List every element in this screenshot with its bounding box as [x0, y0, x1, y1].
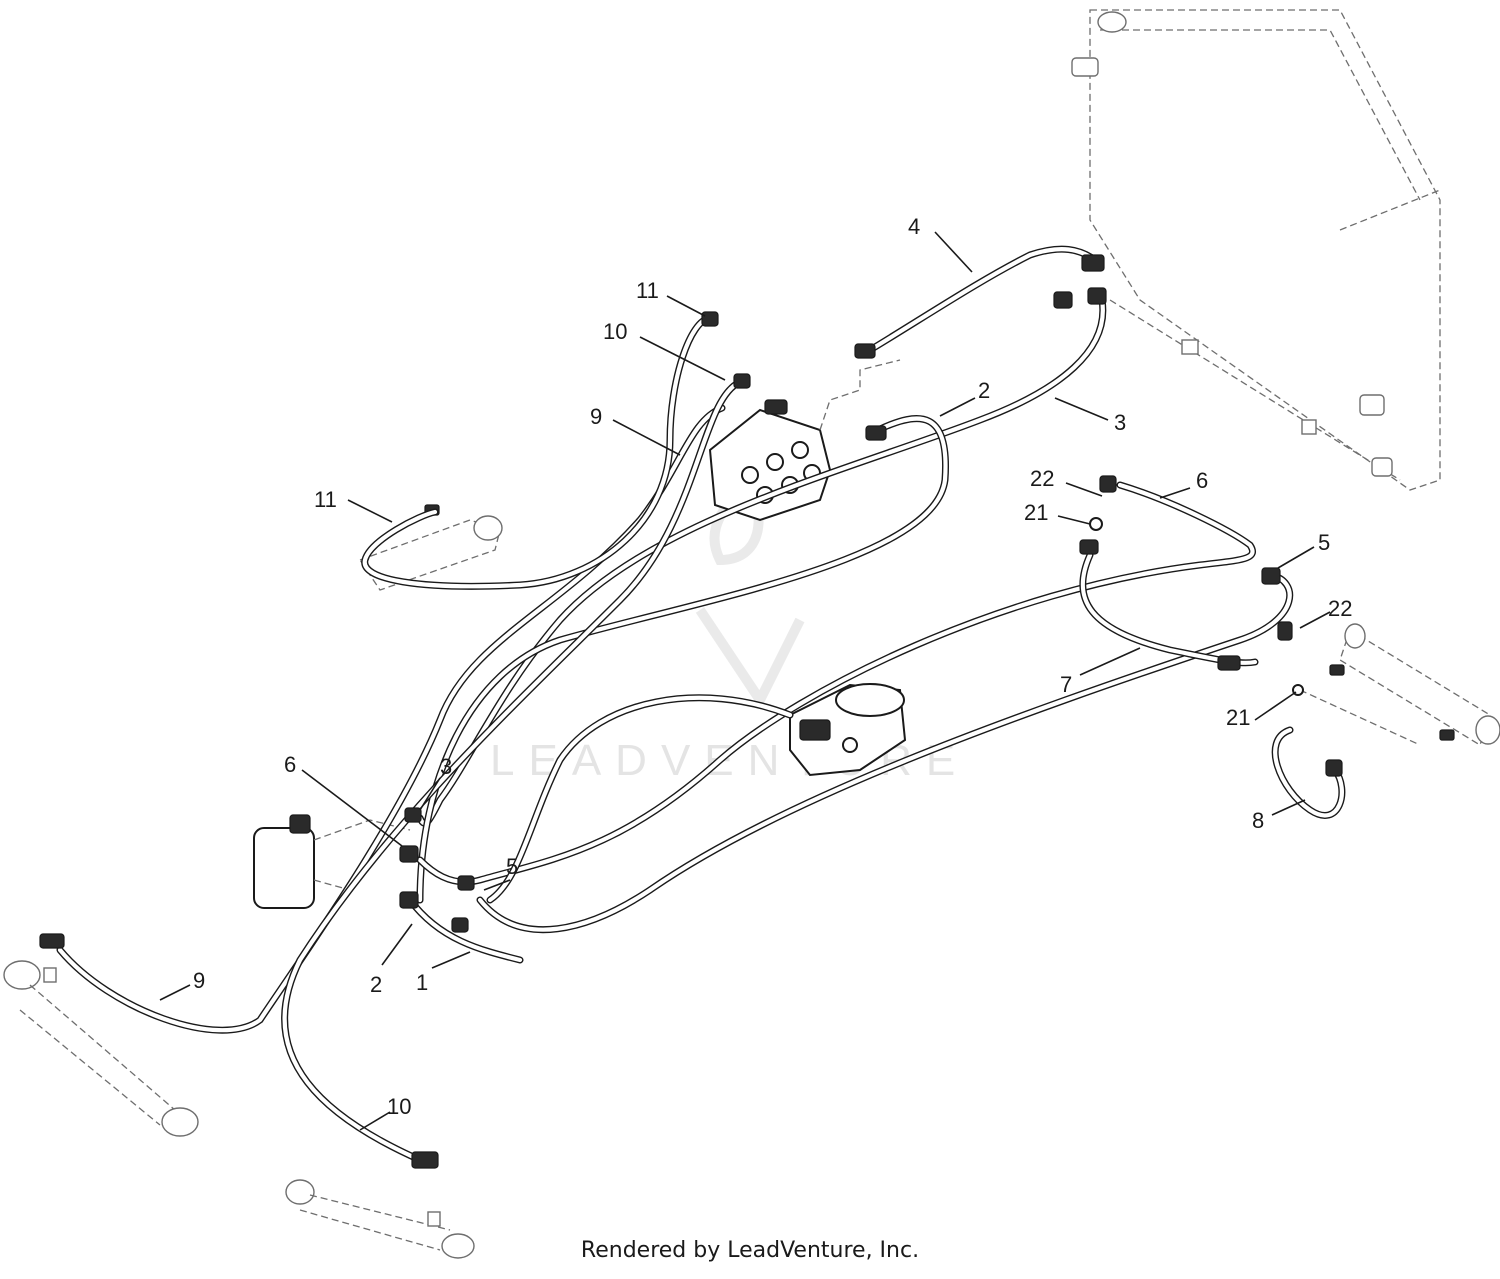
hose-4 — [866, 245, 1102, 354]
hydraulic-pump — [789, 683, 907, 777]
leader-lines — [159, 231, 1331, 1131]
callout-22-top: 22 — [1030, 466, 1054, 491]
hose-1 — [406, 896, 524, 964]
lift-cylinder-left — [3, 960, 199, 1137]
callout-7: 7 — [1060, 672, 1072, 697]
steering-valve — [253, 814, 411, 909]
callout-5-right: 5 — [1318, 530, 1330, 555]
o-ring-21-top — [1089, 517, 1103, 531]
lift-cylinder-bottom — [285, 1179, 475, 1259]
hose-3 — [416, 296, 1107, 827]
callout-21-right: 21 — [1226, 705, 1250, 730]
hose-8 — [1271, 726, 1346, 819]
radiator-cap-icon — [1097, 11, 1127, 33]
callout-8: 8 — [1252, 808, 1264, 833]
callout-6-bottom: 6 — [284, 752, 296, 777]
fitting-22-top — [1099, 475, 1117, 493]
callout-9-top: 9 — [590, 404, 602, 429]
control-valve — [708, 359, 901, 522]
callouts: 4 11 10 9 11 2 3 6 22 21 5 22 7 21 8 3 6… — [193, 214, 1352, 1119]
footer-credit: Rendered by LeadVenture, Inc. — [580, 1238, 920, 1263]
hose-11 — [361, 314, 714, 590]
callout-10-bottom: 10 — [387, 1094, 411, 1119]
callout-9-bottom: 9 — [193, 968, 205, 993]
radiator-inlet-fitting — [1071, 57, 1099, 77]
hose-2 — [416, 415, 950, 904]
callout-10-top: 10 — [603, 319, 627, 344]
hose-5 — [476, 571, 1294, 934]
pump-hose — [486, 694, 794, 904]
callout-3-top: 3 — [1114, 410, 1126, 435]
callout-2-bottom: 2 — [370, 972, 382, 997]
callout-22-right: 22 — [1328, 596, 1352, 621]
radiator — [1071, 9, 1441, 491]
callout-1: 1 — [416, 970, 428, 995]
callout-3-bottom: 3 — [440, 754, 452, 779]
callout-6-right: 6 — [1196, 468, 1208, 493]
fitting-22-right — [1277, 621, 1293, 641]
callout-4: 4 — [908, 214, 920, 239]
steering-cylinder-right — [1299, 623, 1500, 746]
callout-2-top: 2 — [978, 378, 990, 403]
fittings — [39, 254, 1343, 1169]
callout-5-bottom: 5 — [506, 854, 518, 879]
hose-6 — [416, 481, 1256, 886]
hose-9 — [56, 404, 726, 1034]
radiator-outlet-fitting — [1359, 394, 1385, 416]
callout-11-top: 11 — [636, 278, 659, 303]
hoses — [56, 245, 1346, 1164]
hose-10 — [281, 378, 744, 1164]
callout-21-top: 21 — [1024, 500, 1048, 525]
callout-11-left: 11 — [314, 487, 337, 512]
